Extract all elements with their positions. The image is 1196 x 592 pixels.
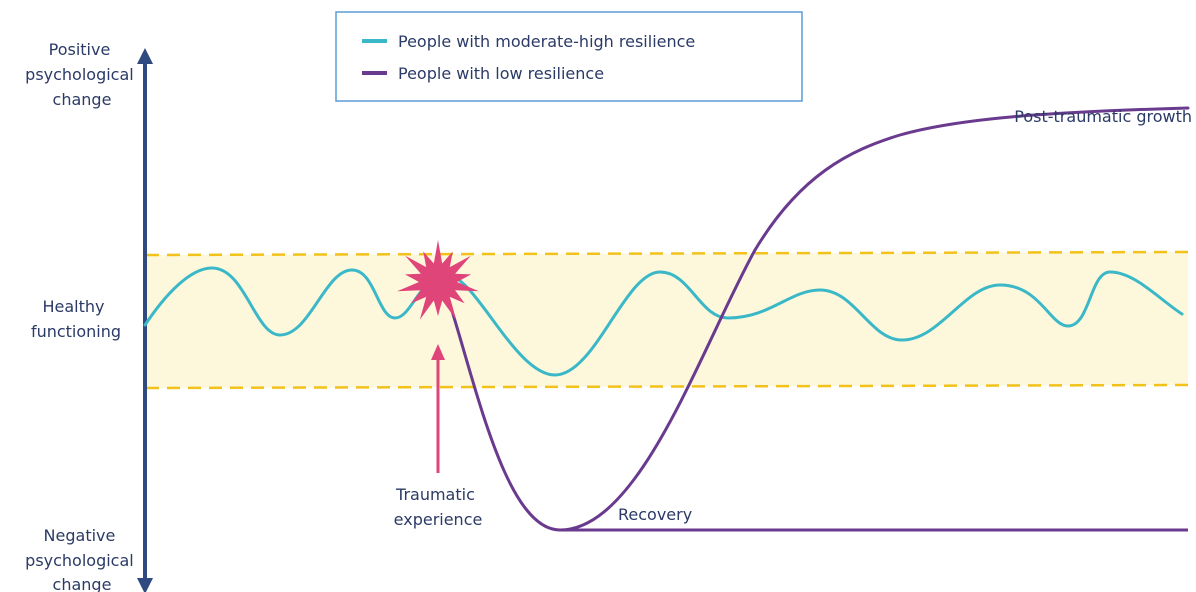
healthy-functioning-label: Healthy functioning [31,297,121,341]
low-resilience-curve [445,106,1190,532]
band-lower-boundary [145,383,1189,390]
healthy-band [146,252,1188,388]
axis-arrow-up-icon [137,48,153,64]
positive-change-label: Positive psychological change [25,40,139,109]
post-traumatic-growth-label: Post-traumatic growth [1014,107,1192,126]
legend-label-resilient: People with moderate-high resilience [398,32,695,51]
legend: People with moderate-high resilience Peo… [335,11,803,102]
resilient-curve [143,266,1184,377]
negative-change-label: Negative psychological change [25,526,139,592]
axis-arrow-down-icon [137,578,153,592]
band-upper-boundary [145,250,1189,257]
traumatic-experience-label: Traumatic experience [394,485,483,529]
recovery-label: Recovery [618,505,692,524]
legend-box [335,11,803,102]
legend-label-low: People with low resilience [398,64,604,83]
trauma-burst-icon [397,240,479,320]
traumatic-arrow-head-icon [431,344,445,360]
